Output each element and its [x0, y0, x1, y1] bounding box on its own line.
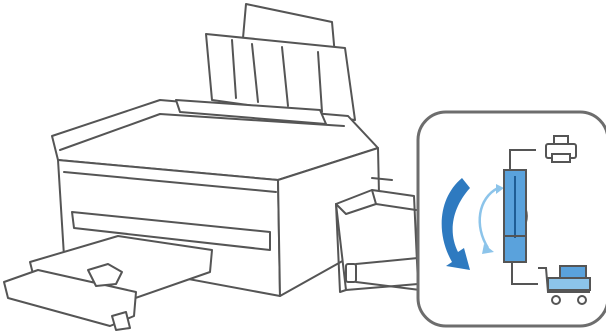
tray-latch	[112, 312, 130, 330]
ink-tank-unit	[336, 190, 418, 292]
paper-support	[206, 4, 355, 120]
transport-lever	[504, 170, 526, 262]
callout-box	[418, 112, 606, 326]
